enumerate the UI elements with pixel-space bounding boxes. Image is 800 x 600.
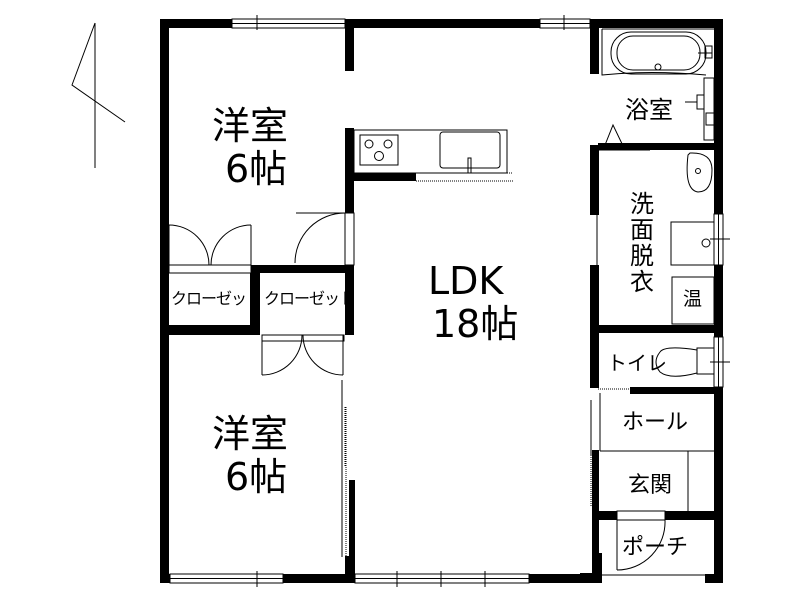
room-hall-name: ホール [622, 410, 689, 435]
windows [169, 15, 730, 587]
washroom-char-3: 脱 [630, 241, 654, 270]
bathtub [601, 28, 715, 141]
washroom-char-2: 面 [630, 215, 654, 244]
room-washroom-name: 洗 面 脱 衣 [627, 190, 657, 296]
washbasin [670, 152, 715, 266]
room-toilet-name: トイレ [607, 351, 667, 375]
water-heater-label: 温 [683, 288, 703, 310]
room-western1-name: 洋室 [212, 104, 289, 148]
room-closet1-name: クローゼット [171, 289, 262, 308]
walls [160, 19, 723, 583]
room-entrance-name: 玄関 [628, 473, 673, 498]
room-closet2-name: クローゼット [264, 289, 355, 308]
water-heater-box [671, 276, 715, 325]
room-western2-size: 6帖 [225, 455, 288, 499]
room-porch-name: ポーチ [622, 535, 689, 560]
toilet-fixture [655, 347, 715, 377]
north-arrow-icon [71, 22, 126, 168]
kitchen-counter [353, 129, 513, 182]
room-bath-name: 浴室 [625, 96, 673, 124]
washroom-char-4: 衣 [630, 267, 654, 296]
room-ldk-name: LDK [428, 259, 504, 303]
doors [168, 123, 714, 571]
room-ldk-size: 18帖 [432, 302, 519, 346]
washroom-char-1: 洗 [630, 190, 654, 218]
room-western1-size: 6帖 [225, 147, 288, 191]
room-western2-name: 洋室 [212, 412, 289, 456]
